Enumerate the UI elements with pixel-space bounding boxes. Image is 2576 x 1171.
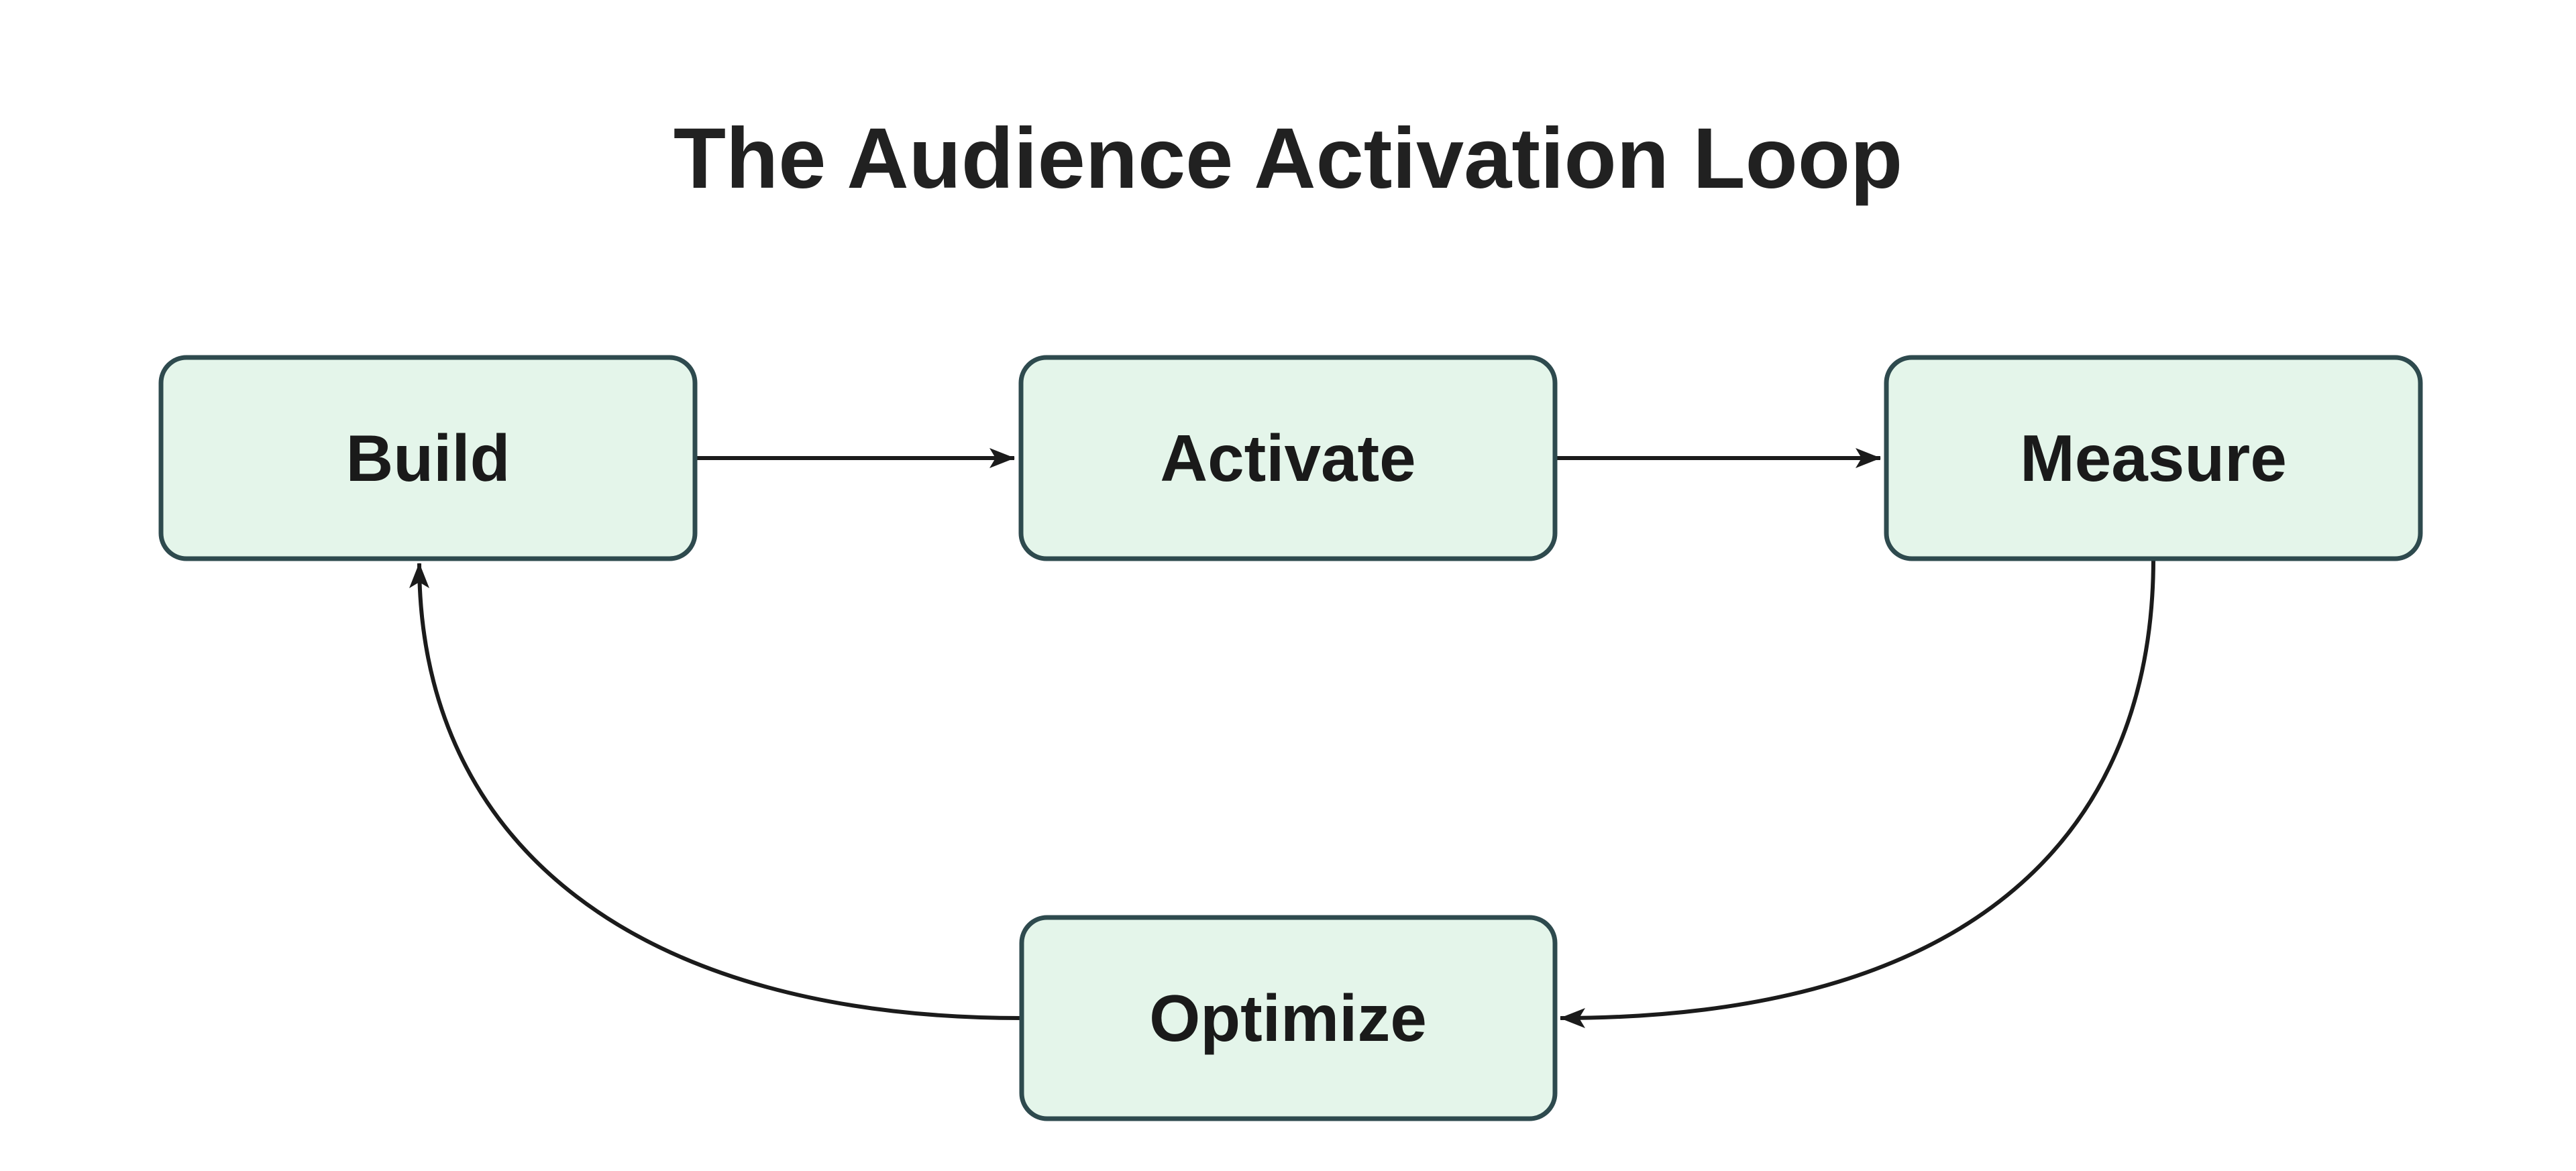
- node-optimize: Optimize: [1019, 915, 1558, 1121]
- node-activate: Activate: [1018, 355, 1558, 561]
- node-build-label: Build: [346, 421, 511, 495]
- node-activate-label: Activate: [1160, 421, 1415, 495]
- node-measure-box: [1884, 355, 2423, 561]
- node-measure: Measure: [1884, 355, 2423, 561]
- edge-optimize-to-build: [409, 563, 1022, 1020]
- edge-measure-to-optimize: [1560, 558, 2155, 1028]
- node-build: Build: [158, 355, 698, 561]
- diagram-title: The Audience Activation Loop: [674, 111, 1902, 207]
- node-optimize-label: Optimize: [1149, 981, 1427, 1055]
- node-build-box: [158, 355, 698, 561]
- node-measure-label: Measure: [2020, 421, 2287, 495]
- node-activate-box: [1018, 355, 1558, 561]
- node-optimize-box: [1019, 915, 1558, 1121]
